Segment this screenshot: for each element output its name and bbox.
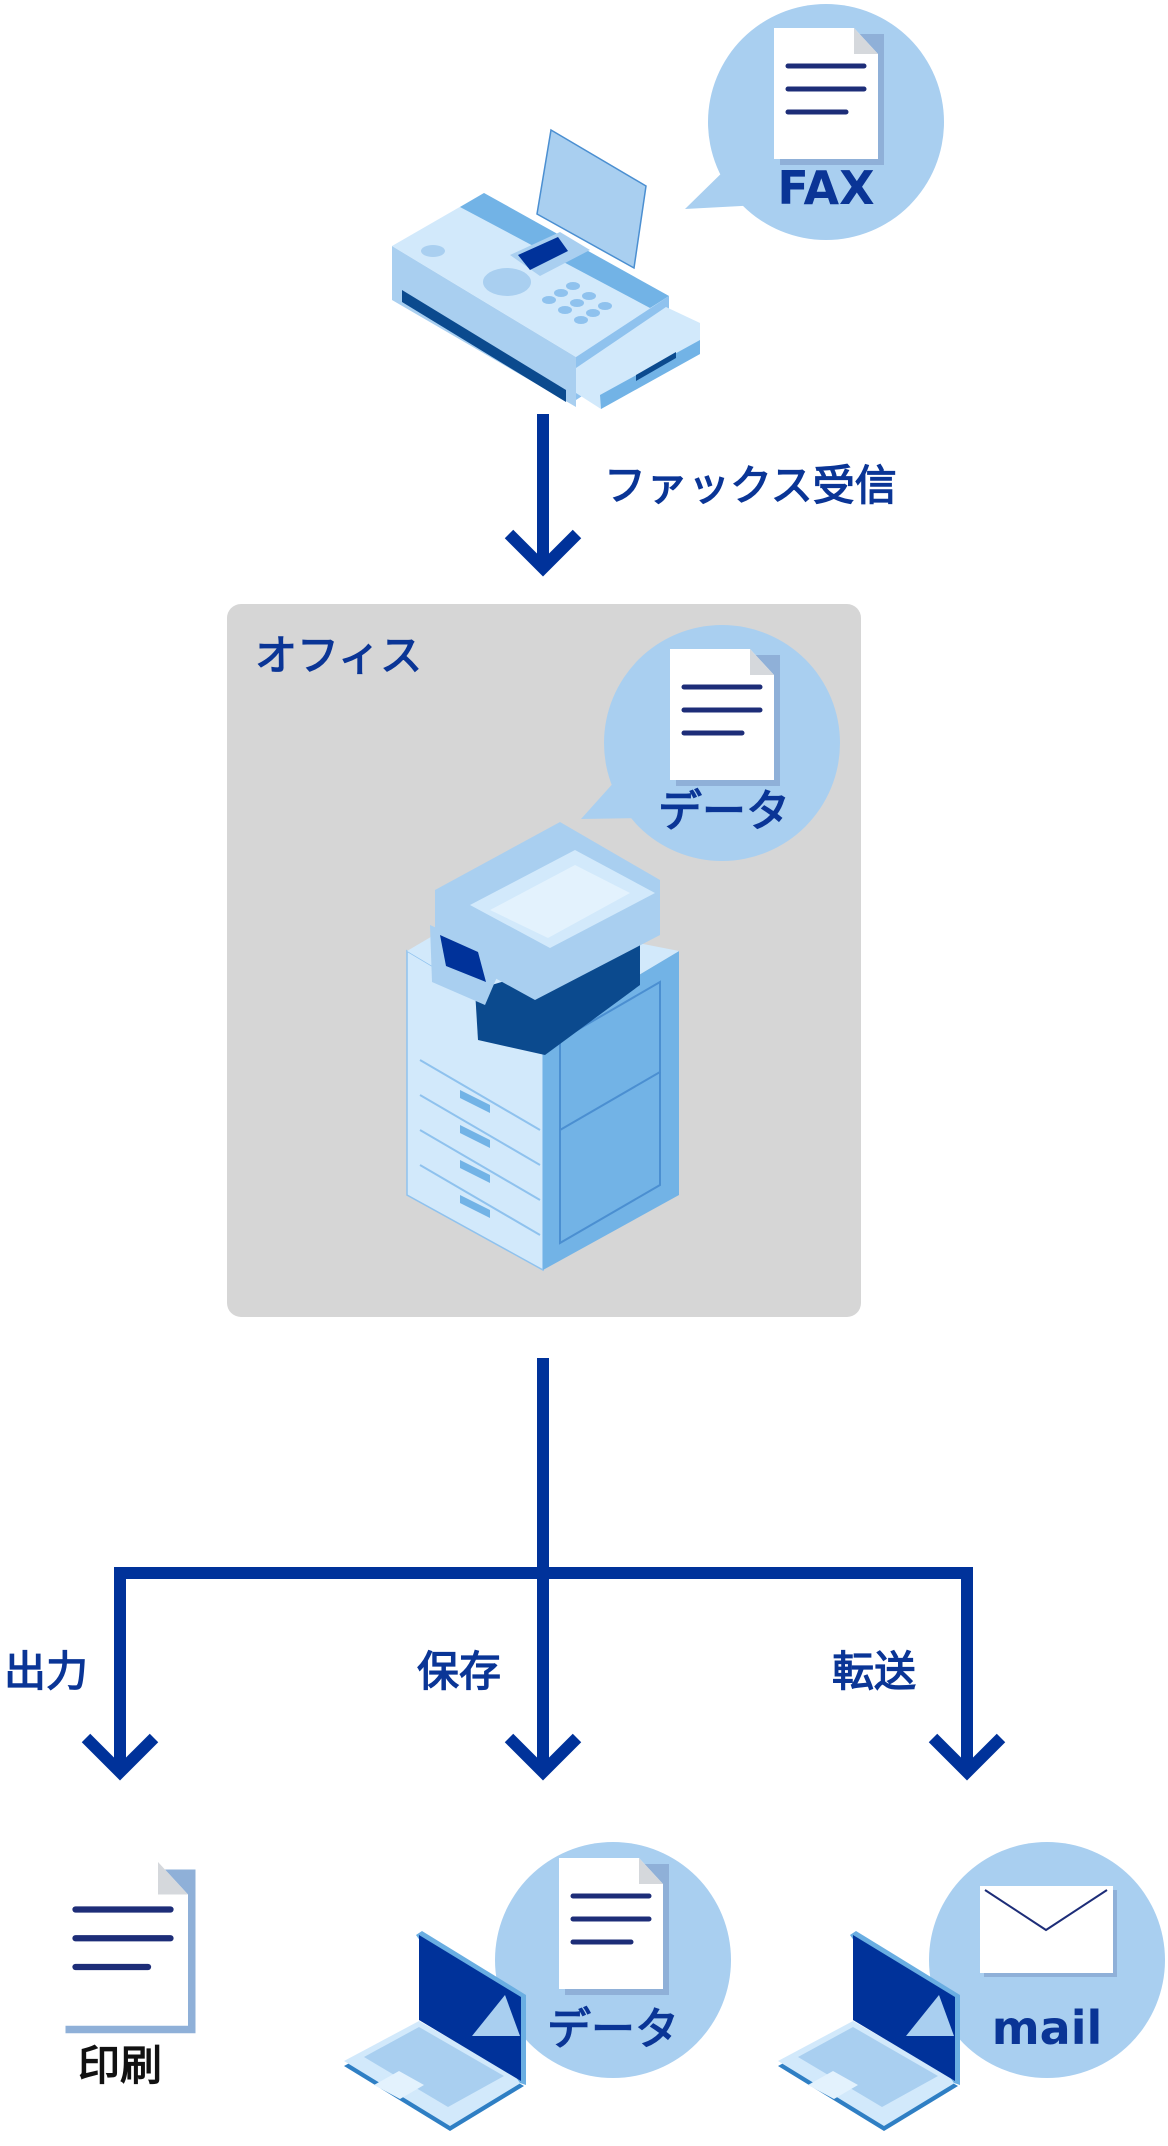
save-data-label: データ: [547, 2004, 679, 2055]
branch-label-save: 保存: [417, 1647, 501, 1696]
print-result: 印刷: [58, 1862, 196, 2090]
receive-arrow: [504, 414, 582, 577]
print-label: 印刷: [78, 2041, 162, 2090]
receive-label: ファックス受信: [604, 461, 897, 510]
office-data-label: データ: [658, 786, 790, 837]
fax-speech-bubble: FAX: [685, 4, 944, 240]
fax-machine-illustration: [392, 128, 700, 409]
branch-label-output: 出力: [4, 1647, 88, 1696]
fax-label: FAX: [777, 161, 874, 215]
data-speech-bubble: データ: [581, 625, 840, 861]
multifunction-printer-illustration: [406, 822, 679, 1272]
document-icon: [559, 1858, 669, 1995]
document-icon: [58, 1862, 196, 2033]
envelope-icon: [980, 1886, 1117, 1977]
mail-label: mail: [992, 2001, 1103, 2055]
branch-label-forward: 転送: [832, 1647, 916, 1696]
document-icon: [774, 28, 884, 165]
branch-arrows: [81, 1358, 1006, 1781]
office-title: オフィス: [255, 631, 422, 680]
forward-result: mail: [778, 1842, 1165, 2131]
office-panel: オフィス データ: [227, 604, 861, 1317]
document-icon: [670, 649, 780, 786]
save-result: データ: [344, 1842, 731, 2131]
